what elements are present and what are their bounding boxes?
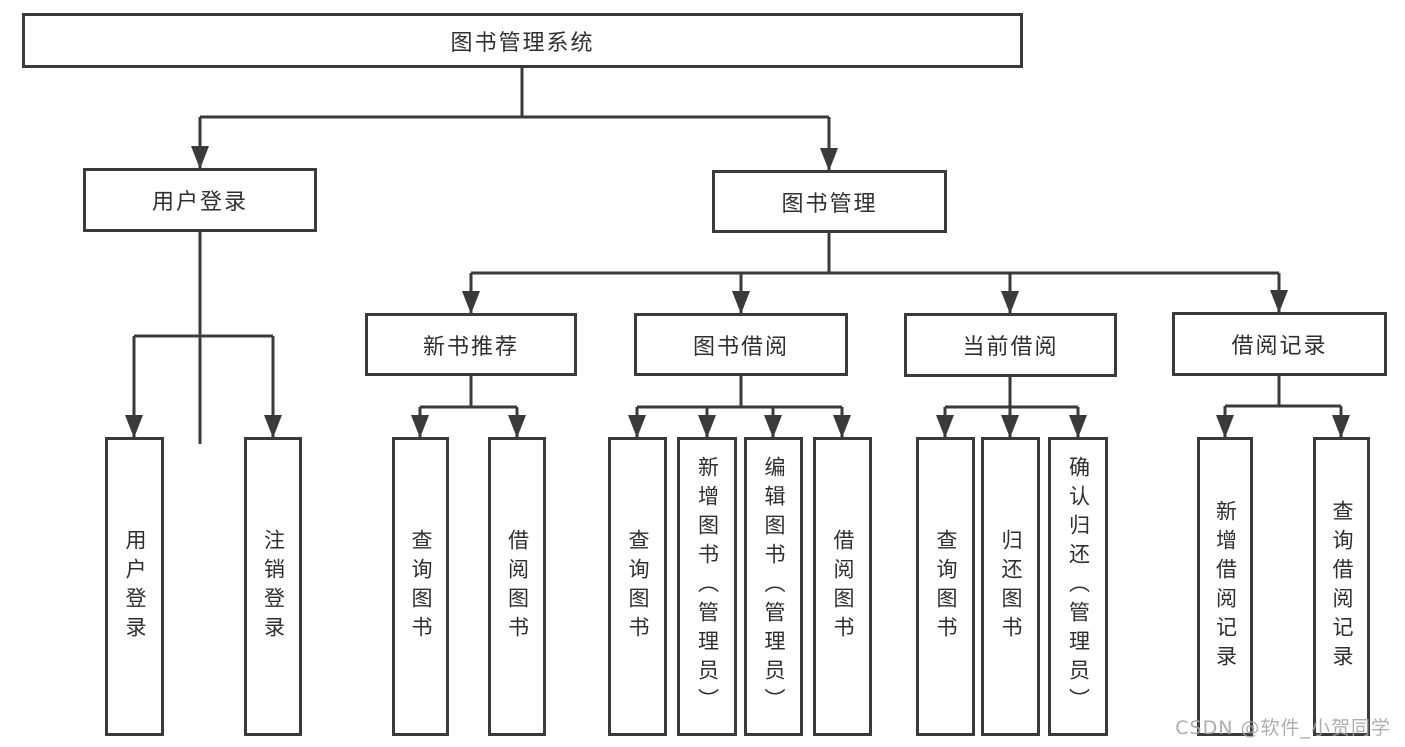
node-root: 图书管理系统	[22, 13, 1023, 68]
leaf-add-book-admin: 新增图书（管理员）	[677, 437, 737, 736]
node-book-management: 图书管理	[712, 170, 947, 233]
leaf-return-book: 归还图书	[981, 437, 1040, 736]
leaf-query-book-recommend: 查询图书	[392, 437, 449, 736]
leaf-label: 用户登录	[123, 528, 147, 645]
leaf-logout: 注销登录	[244, 437, 302, 736]
leaf-label: 确认归还（管理员）	[1066, 456, 1091, 717]
leaf-label: 借阅图书	[831, 528, 855, 645]
node-book-borrow: 图书借阅	[634, 313, 848, 376]
leaf-user-login: 用户登录	[105, 437, 164, 736]
leaf-query-book-borrow: 查询图书	[608, 437, 667, 736]
leaf-borrow-book-recommend: 借阅图书	[488, 437, 546, 736]
leaf-label: 编辑图书（管理员）	[762, 456, 786, 717]
csdn-watermark: CSDN @软件_小贺同学	[1175, 717, 1391, 739]
leaf-label: 注销登录	[261, 528, 286, 645]
leaf-label: 查询图书	[934, 528, 958, 645]
leaf-borrow-book: 借阅图书	[813, 437, 872, 736]
leaf-label: 查询图书	[409, 528, 433, 645]
leaf-query-borrow-record: 查询借阅记录	[1313, 437, 1370, 736]
node-borrow-records: 借阅记录	[1172, 312, 1387, 376]
leaf-label: 查询图书	[626, 528, 650, 645]
node-new-book-recommend: 新书推荐	[365, 313, 577, 376]
leaf-label: 归还图书	[999, 528, 1023, 645]
leaf-label: 借阅图书	[505, 528, 530, 645]
leaf-label: 新增图书（管理员）	[695, 456, 720, 717]
node-user-login: 用户登录	[83, 168, 317, 232]
leaf-edit-book-admin: 编辑图书（管理员）	[744, 437, 803, 736]
node-current-borrow: 当前借阅	[904, 313, 1117, 377]
leaf-label: 新增借阅记录	[1213, 499, 1238, 674]
leaf-confirm-return-admin: 确认归还（管理员）	[1048, 437, 1108, 736]
leaf-label: 查询借阅记录	[1330, 499, 1354, 674]
leaf-add-borrow-record: 新增借阅记录	[1197, 437, 1253, 736]
leaf-query-book-current: 查询图书	[916, 437, 975, 736]
